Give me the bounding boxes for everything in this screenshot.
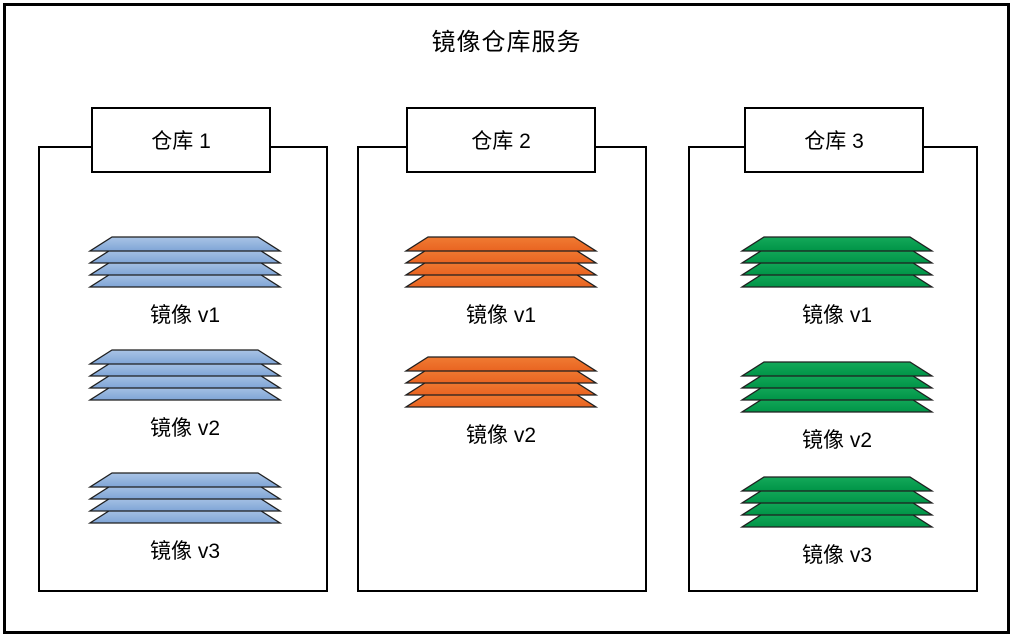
image-layer (403, 236, 599, 252)
repository-label-text: 仓库 1 (151, 130, 211, 153)
image-layer-stack (87, 349, 283, 401)
image-caption: 镜像 v1 (465, 304, 536, 327)
image-caption: 镜像 v3 (801, 544, 872, 567)
image-caption: 镜像 v1 (149, 304, 220, 327)
image-layer-stack (739, 236, 935, 288)
image-group-3-3[interactable]: 镜像 v3 (739, 476, 935, 569)
image-caption: 镜像 v1 (801, 304, 872, 327)
image-layer-stack (739, 476, 935, 528)
image-layer-stack (87, 472, 283, 524)
image-layer (87, 236, 283, 252)
repository-label-text: 仓库 3 (804, 130, 864, 153)
image-layer (739, 236, 935, 252)
image-layer (87, 472, 283, 488)
image-group-1-1[interactable]: 镜像 v1 (87, 236, 283, 329)
image-stack (403, 356, 599, 413)
repository-label-text: 仓库 2 (471, 130, 531, 153)
repository-label-box-3[interactable]: 仓库 3 (744, 107, 924, 173)
image-layer (739, 361, 935, 377)
image-group-2-2[interactable]: 镜像 v2 (403, 356, 599, 449)
image-layer (87, 349, 283, 365)
page-title: 镜像仓库服务 (431, 29, 582, 56)
image-layer-stack (403, 356, 599, 408)
image-caption: 镜像 v2 (801, 429, 872, 452)
image-group-3-2[interactable]: 镜像 v2 (739, 361, 935, 454)
image-caption: 镜像 v2 (465, 424, 536, 447)
image-layer (739, 476, 935, 492)
image-group-2-1[interactable]: 镜像 v1 (403, 236, 599, 329)
image-layer-stack (739, 361, 935, 413)
image-stack (87, 349, 283, 406)
image-layer-stack (87, 236, 283, 288)
image-group-3-1[interactable]: 镜像 v1 (739, 236, 935, 329)
image-stack (87, 236, 283, 293)
image-layer-stack (403, 236, 599, 288)
image-stack (87, 472, 283, 529)
image-stack (739, 236, 935, 293)
repository-label-box-1[interactable]: 仓库 1 (91, 107, 271, 173)
image-group-1-3[interactable]: 镜像 v3 (87, 472, 283, 565)
image-caption: 镜像 v2 (149, 417, 220, 440)
image-caption: 镜像 v3 (149, 540, 220, 563)
image-stack (739, 476, 935, 533)
image-stack (403, 236, 599, 293)
repository-label-box-2[interactable]: 仓库 2 (406, 107, 596, 173)
image-group-1-2[interactable]: 镜像 v2 (87, 349, 283, 442)
image-stack (739, 361, 935, 418)
image-layer (403, 356, 599, 372)
